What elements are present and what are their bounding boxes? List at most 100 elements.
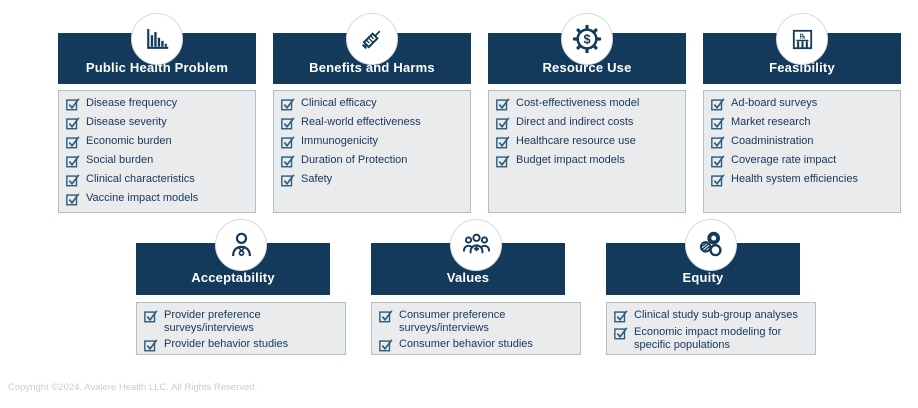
checklist-item-label: Disease frequency bbox=[86, 97, 178, 109]
pharmacy-building-icon: ℞ bbox=[788, 25, 817, 54]
panel-title: Acceptability bbox=[191, 270, 275, 285]
panel-equity: Equity Clinical study sub-group analyses… bbox=[606, 219, 816, 356]
panel-feasibility: ℞ Feasibility Ad-board surveys Market re… bbox=[703, 13, 901, 215]
checklist-item: Social burden bbox=[66, 154, 249, 168]
checklist-item: Ad-board surveys bbox=[711, 97, 894, 111]
panel-checklist: Disease frequency Disease severity Econo… bbox=[58, 90, 256, 213]
panel-icon-circle bbox=[346, 13, 398, 65]
svg-text:$: $ bbox=[583, 32, 590, 46]
panel-checklist: Clinical efficacy Real-world effectivene… bbox=[273, 90, 471, 213]
checked-checkbox-icon bbox=[281, 154, 295, 168]
checked-checkbox-icon bbox=[496, 116, 510, 130]
checklist-item-label: Budget impact models bbox=[516, 154, 625, 166]
checked-checkbox-icon bbox=[144, 309, 158, 323]
checklist-item: Duration of Protection bbox=[281, 154, 464, 168]
checked-checkbox-icon bbox=[66, 192, 80, 206]
checked-checkbox-icon bbox=[614, 309, 628, 323]
checklist-item: Healthcare resource use bbox=[496, 135, 679, 149]
checklist-item: Health system efficiencies bbox=[711, 173, 894, 187]
checklist-item: Economic impact modeling for specific po… bbox=[614, 326, 809, 352]
panel-title: Feasibility bbox=[769, 60, 835, 75]
panel-icon-circle bbox=[215, 219, 267, 271]
panel-title: Equity bbox=[682, 270, 724, 285]
checklist-item-label: Vaccine impact models bbox=[86, 192, 199, 204]
checklist-item: Disease severity bbox=[66, 116, 249, 130]
checked-checkbox-icon bbox=[711, 135, 725, 149]
checklist-item: Cost-effectiveness model bbox=[496, 97, 679, 111]
checklist-item-label: Cost-effectiveness model bbox=[516, 97, 640, 109]
checked-checkbox-icon bbox=[66, 116, 80, 130]
panel-values: Values Consumer preference surveys/inter… bbox=[371, 219, 581, 356]
checked-checkbox-icon bbox=[711, 116, 725, 130]
panel-icon-circle: $ bbox=[561, 13, 613, 65]
checklist-item-label: Coadministration bbox=[731, 135, 814, 147]
copyright-text: Copyright ©2024. Avalere Health LLC. All… bbox=[8, 382, 258, 393]
checklist-item: Immunogenicity bbox=[281, 135, 464, 149]
checklist-item-label: Immunogenicity bbox=[301, 135, 379, 147]
checklist-item-label: Clinical study sub-group analyses bbox=[634, 309, 798, 321]
checked-checkbox-icon bbox=[144, 338, 158, 352]
checklist-item-label: Ad-board surveys bbox=[731, 97, 818, 109]
checklist-item-label: Safety bbox=[301, 173, 333, 185]
gear-dollar-icon: $ bbox=[571, 23, 603, 55]
checked-checkbox-icon bbox=[496, 135, 510, 149]
panel-checklist: Ad-board surveys Market research Coadmin… bbox=[703, 90, 901, 213]
checked-checkbox-icon bbox=[281, 116, 295, 130]
checklist-item: Budget impact models bbox=[496, 154, 679, 168]
checklist-item: Safety bbox=[281, 173, 464, 187]
checked-checkbox-icon bbox=[614, 326, 628, 340]
checklist-item: Coverage rate impact bbox=[711, 154, 894, 168]
checklist-item: Market research bbox=[711, 116, 894, 130]
checklist-item: Real-world effectiveness bbox=[281, 116, 464, 130]
checklist-item: Disease frequency bbox=[66, 97, 249, 111]
checklist-item: Provider behavior studies bbox=[144, 338, 339, 352]
checklist-item-label: Market research bbox=[731, 116, 811, 128]
checklist-item-label: Provider behavior studies bbox=[164, 338, 289, 350]
checked-checkbox-icon bbox=[281, 97, 295, 111]
svg-text:℞: ℞ bbox=[799, 33, 805, 40]
checklist-item-label: Provider preference surveys/interviews bbox=[164, 309, 261, 334]
checklist-item-label: Economic impact modeling for specific po… bbox=[634, 326, 782, 351]
checked-checkbox-icon bbox=[496, 97, 510, 111]
equity-circles-icon bbox=[695, 229, 728, 262]
checklist-item: Direct and indirect costs bbox=[496, 116, 679, 130]
checklist-item: Economic burden bbox=[66, 135, 249, 149]
panel-icon-circle bbox=[131, 13, 183, 65]
panel-checklist: Provider preference surveys/interviews P… bbox=[136, 302, 346, 355]
checklist-item: Clinical study sub-group analyses bbox=[614, 309, 809, 323]
checklist-item: Consumer behavior studies bbox=[379, 338, 574, 352]
provider-icon bbox=[225, 229, 258, 262]
checked-checkbox-icon bbox=[66, 97, 80, 111]
checklist-item-label: Duration of Protection bbox=[301, 154, 408, 166]
panel-title: Resource Use bbox=[542, 60, 632, 75]
checklist-item-label: Real-world effectiveness bbox=[301, 116, 421, 128]
checked-checkbox-icon bbox=[66, 173, 80, 187]
checklist-item-label: Clinical efficacy bbox=[301, 97, 377, 109]
checklist-item-label: Direct and indirect costs bbox=[516, 116, 634, 128]
panel-title: Benefits and Harms bbox=[309, 60, 435, 75]
panel-acceptability: Acceptability Provider preference survey… bbox=[136, 219, 346, 356]
checked-checkbox-icon bbox=[711, 173, 725, 187]
checklist-item: Consumer preference surveys/interviews bbox=[379, 309, 574, 335]
checklist-item-label: Social burden bbox=[86, 154, 154, 166]
checklist-item-label: Healthcare resource use bbox=[516, 135, 636, 147]
checked-checkbox-icon bbox=[379, 309, 393, 323]
panel-benefits-and-harms: Benefits and Harms Clinical efficacy Rea… bbox=[273, 13, 471, 215]
checklist-item: Provider preference surveys/interviews bbox=[144, 309, 339, 335]
panel-title: Values bbox=[446, 270, 490, 285]
panel-title: Public Health Problem bbox=[85, 60, 229, 75]
checklist-item: Clinical characteristics bbox=[66, 173, 249, 187]
checked-checkbox-icon bbox=[379, 338, 393, 352]
panel-checklist: Cost-effectiveness model Direct and indi… bbox=[488, 90, 686, 213]
checklist-item-label: Disease severity bbox=[86, 116, 167, 128]
checklist-item-label: Health system efficiencies bbox=[731, 173, 858, 185]
panel-icon-circle bbox=[450, 219, 502, 271]
panel-checklist: Clinical study sub-group analyses Econom… bbox=[606, 302, 816, 355]
panel-icon-circle bbox=[685, 219, 737, 271]
panel-public-health-problem: Public Health Problem Disease frequency … bbox=[58, 13, 256, 215]
checked-checkbox-icon bbox=[711, 97, 725, 111]
checked-checkbox-icon bbox=[496, 154, 510, 168]
checked-checkbox-icon bbox=[66, 154, 80, 168]
checked-checkbox-icon bbox=[281, 173, 295, 187]
